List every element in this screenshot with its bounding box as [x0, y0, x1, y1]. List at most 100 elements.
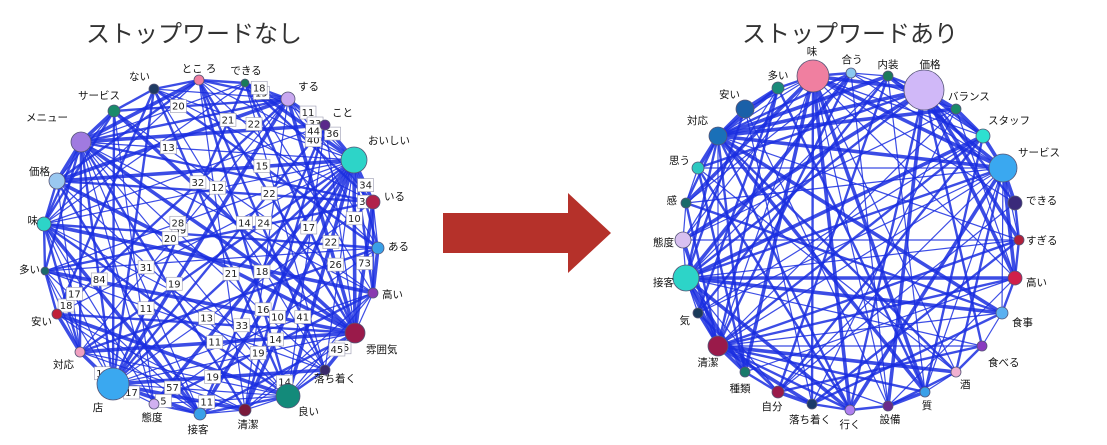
left-edge [55, 180, 202, 415]
left-edge [286, 98, 357, 334]
left-edge-label: 16 [254, 302, 272, 317]
left-edge-label: 28 [169, 215, 187, 230]
right-node [691, 161, 705, 175]
left-edge-label-text: 14 [278, 377, 291, 388]
left-node [51, 308, 63, 320]
left-edge [352, 159, 375, 294]
right-node-label: 質 [922, 399, 933, 412]
left-edge-label-box [250, 80, 268, 95]
left-edge-label-box [269, 310, 286, 324]
left-edge-label-text: 31 [140, 263, 153, 274]
left-edge [44, 270, 326, 371]
left-edge-label-text: 17 [125, 388, 138, 399]
left-node-label: 安い [31, 315, 52, 328]
left-edge-label: 45 [328, 342, 346, 357]
right-node [882, 400, 894, 412]
right-edge [685, 276, 1003, 315]
left-edge-label-text: 18 [256, 267, 269, 278]
left-edge-label: 20 [161, 231, 179, 246]
left-edge-labels: 1114211341191957115171018178419181133401… [57, 80, 374, 409]
right-node-label: 思う [669, 155, 690, 167]
left-edge-label-text: 14 [238, 218, 251, 229]
left-edge-label-text: 11 [302, 108, 315, 119]
right-edge [685, 72, 852, 204]
right-edge [811, 75, 852, 411]
left-edge-label-box [209, 180, 226, 195]
left-edge-label-box [189, 175, 207, 190]
left-edge [153, 247, 379, 405]
left-edge-label-text: 22 [263, 189, 276, 200]
left-edge-label-text: 19 [168, 279, 181, 290]
left-edge-label-box [245, 117, 263, 131]
left-edge-label: 33 [233, 318, 251, 333]
left-edge [198, 78, 289, 101]
left-edge [287, 124, 326, 397]
left-node-label: 対応 [53, 358, 74, 371]
left-edge-label-box [294, 310, 312, 324]
left-edge [56, 313, 201, 415]
left-edge-label: 17 [300, 220, 318, 235]
left-edge-label-box [255, 216, 272, 230]
right-edge [717, 75, 814, 137]
left-edge-label: 19 [204, 370, 221, 384]
right-node [672, 264, 700, 292]
left-edge-label: 10 [269, 310, 286, 324]
left-edge-label-text: 17 [302, 223, 315, 234]
left-node [238, 403, 252, 417]
left-edge-label-box [305, 124, 322, 138]
left-edge [43, 222, 379, 250]
right-edge [716, 135, 852, 411]
left-edge [243, 82, 357, 334]
left-nodes: ないとこ ろできるすることおいしいいるある高い雰囲気落ち着く良い清潔接客態度店対… [19, 63, 410, 436]
right-edge [811, 239, 1020, 405]
left-edge-label: 73 [356, 256, 373, 270]
left-edge-label: 13 [198, 311, 215, 325]
right-edge [682, 75, 814, 241]
left-edge-label: 13 [160, 140, 177, 155]
left-edge [113, 110, 155, 405]
right-node [845, 67, 857, 79]
right-edge [684, 108, 747, 279]
left-edge [112, 383, 289, 397]
right-edge [849, 404, 889, 412]
right-node [976, 340, 988, 352]
left-edge [43, 222, 374, 295]
right-node-label: 行く [840, 418, 861, 431]
right-edge [684, 276, 852, 412]
left-edge [198, 159, 356, 415]
left-edge-label-box [160, 140, 177, 155]
left-edge [55, 313, 82, 353]
left-edge [56, 313, 246, 411]
left-node-label: 接客 [188, 423, 209, 436]
left-edge [80, 97, 289, 144]
right-node-label: 味 [807, 46, 818, 58]
left-edge-label-text: 10 [348, 214, 361, 225]
left-node-label: とこ ろ [182, 63, 217, 75]
right-edge [697, 312, 779, 393]
left-node-label: 店 [93, 401, 104, 414]
left-edge-label-text: 40 [307, 136, 320, 147]
right-node [771, 385, 785, 399]
left-node-label: 価格 [29, 165, 50, 178]
right-edge [717, 312, 1003, 347]
right-edge [887, 75, 926, 393]
right-node-label: 感 [667, 194, 678, 207]
right-edge [923, 135, 985, 393]
right-node [680, 197, 692, 209]
left-edge-label-text: 21 [222, 115, 235, 126]
right-node-label: 多い [768, 69, 789, 82]
left-edge-label-text: 12 [211, 183, 224, 194]
right-node-label: 種類 [730, 382, 751, 395]
left-edge-label-text: 26 [329, 260, 342, 271]
left-edge [111, 88, 156, 385]
left-node [340, 146, 368, 174]
left-edge-label: 36 [324, 126, 341, 141]
right-node-label: 安い [719, 88, 740, 101]
left-edge-label: 84 [90, 272, 108, 287]
left-edge-label-text: 13 [200, 313, 213, 324]
right-edge [811, 311, 1003, 406]
right-edge [716, 72, 853, 347]
right-node-label: 自分 [762, 400, 783, 413]
right-node-label: 態度 [653, 236, 674, 249]
right-edge [717, 107, 957, 138]
